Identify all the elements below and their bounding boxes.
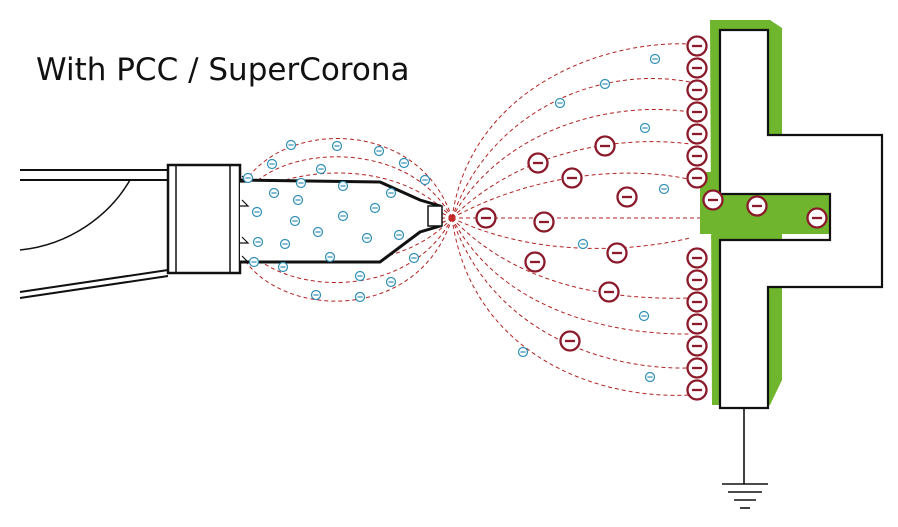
- diagram-title: With PCC / SuperCorona: [36, 52, 410, 88]
- electrode-tip: [449, 215, 455, 221]
- grounded-part: [700, 20, 884, 410]
- spray-gun: [19, 163, 443, 299]
- ground-connection: [722, 408, 768, 509]
- part-field-lines: [451, 43, 820, 396]
